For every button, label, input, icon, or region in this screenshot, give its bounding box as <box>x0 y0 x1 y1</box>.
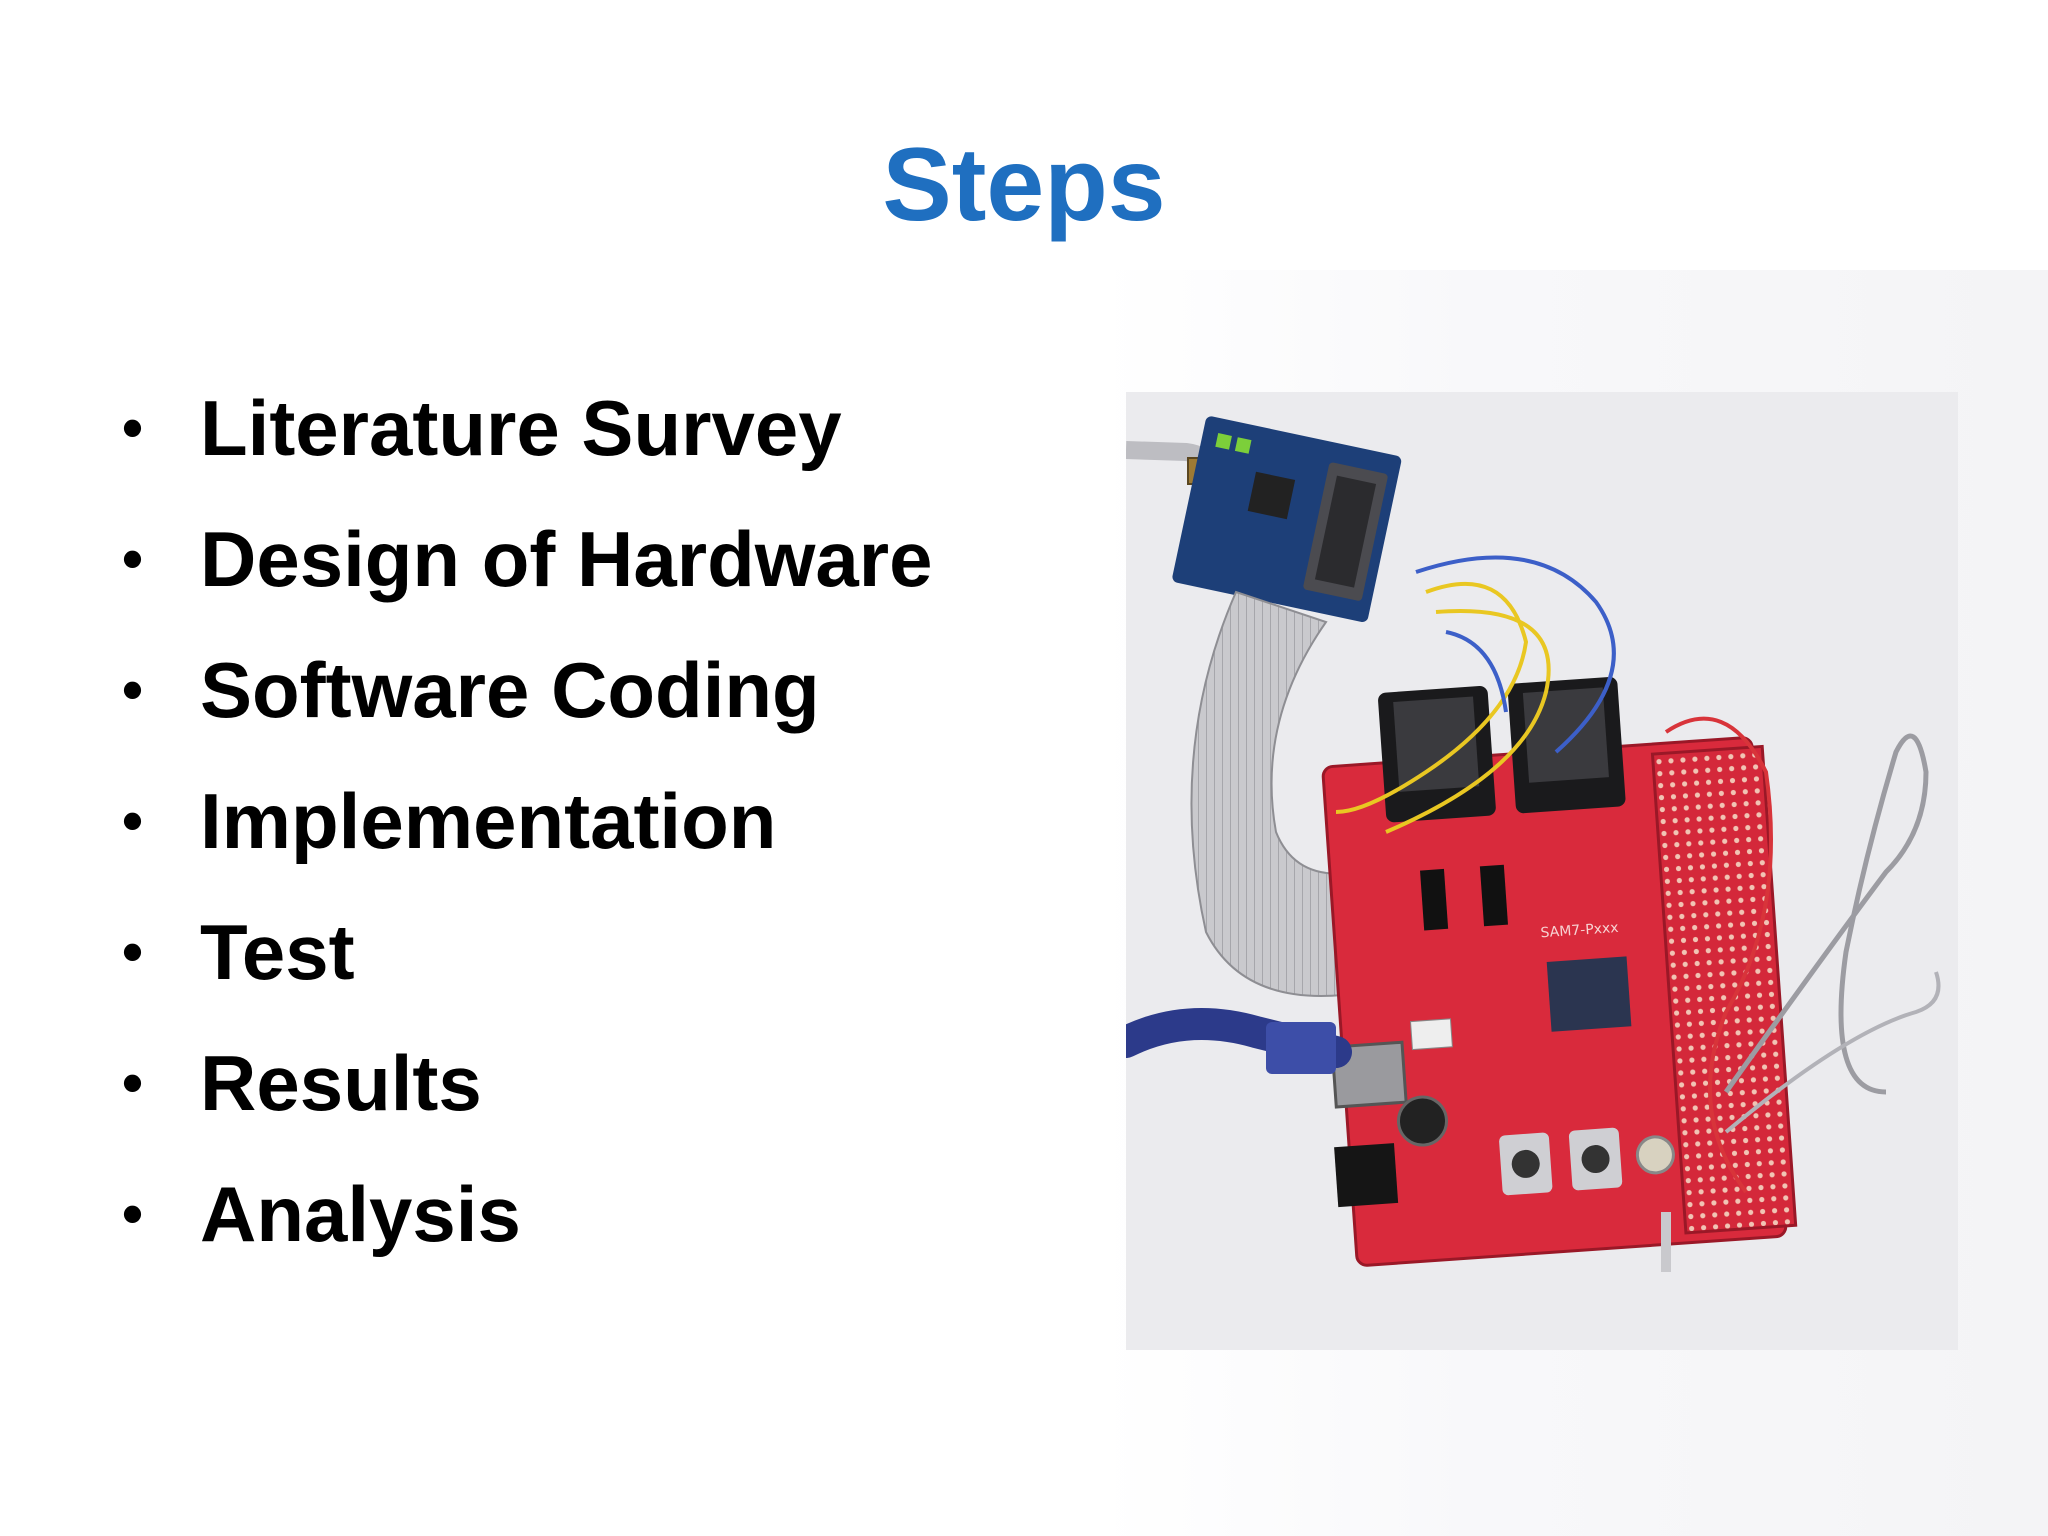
board-label: SAM7-Pxxx <box>1540 920 1619 941</box>
step-literature-survey: Literature Survey <box>200 384 842 472</box>
step-results: Results <box>200 1039 482 1127</box>
step-test: Test <box>200 908 355 996</box>
bullet-icon: • <box>122 1049 144 1116</box>
circuit-board-icon: SAM7-Pxxx <box>1126 392 1958 1350</box>
bullet-icon: • <box>122 394 144 461</box>
bullet-icon: • <box>122 656 144 723</box>
step-software-coding: Software Coding <box>200 646 820 734</box>
circuit-board-photo: SAM7-Pxxx <box>1126 392 1958 1350</box>
bullet-icon: • <box>122 918 144 985</box>
bullet-icon: • <box>122 525 144 592</box>
bullet-icon: • <box>122 787 144 854</box>
step-design-of-hardware: Design of Hardware <box>200 515 933 603</box>
slide-title: Steps <box>882 127 1166 243</box>
step-analysis: Analysis <box>200 1170 521 1258</box>
step-implementation: Implementation <box>200 777 777 865</box>
bullet-icon: • <box>122 1180 144 1247</box>
